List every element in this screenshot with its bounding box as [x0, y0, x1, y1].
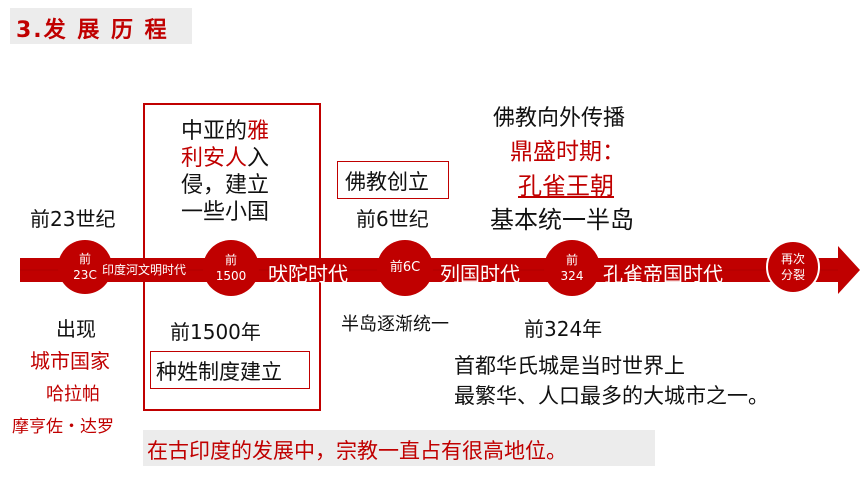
footer-note: 在古印度的发展中，宗教一直占有很高地位。	[147, 439, 567, 463]
buddhism-founded-label: 佛教创立	[345, 170, 429, 194]
capital-line1: 首都华氏城是当时世界上	[454, 354, 685, 378]
aryan-highlight-box	[143, 103, 321, 411]
node-label-top: 前	[78, 252, 91, 266]
label-mohenjo-daro: 摩亨佐・达罗	[12, 417, 114, 437]
node-label-top: 前	[224, 253, 237, 267]
aryan-text-c: 利安人	[181, 146, 248, 171]
timeline-node-split: 再次 分裂	[766, 240, 820, 294]
date-324bc: 前324年	[524, 317, 603, 341]
era-mahajanapadas: 列国时代	[440, 262, 520, 286]
aryan-line4: 一些小国	[181, 200, 270, 225]
date-6c: 前6世纪	[356, 207, 429, 231]
node-label-bottom: 23C	[73, 268, 97, 282]
label-harappa: 哈拉帕	[46, 384, 100, 405]
label-appear: 出现	[56, 317, 96, 341]
date-1500bc: 前1500年	[170, 320, 261, 344]
node-label-bottom: 324	[560, 269, 584, 283]
title-background	[10, 8, 192, 44]
aryan-text-b: 雅	[247, 119, 270, 144]
node-label-bottom: 分裂	[780, 268, 805, 282]
era-vedic: 吠陀时代	[268, 262, 348, 286]
timeline-node-6c: 前6C	[377, 240, 433, 296]
footer-background	[143, 430, 655, 466]
unify-peninsula: 基本统一半岛	[490, 206, 634, 234]
era-maurya: 孔雀帝国时代	[603, 262, 723, 286]
capital-line2: 最繁华、人口最多的大城市之一。	[454, 384, 769, 408]
node-label-top: 前6C	[389, 260, 421, 275]
date-23c: 前23世纪	[30, 207, 116, 231]
node-label-top: 再次	[780, 252, 805, 266]
timeline-node-23c: 前 23C	[58, 240, 112, 294]
node-label-bottom: 1500	[215, 269, 247, 283]
timeline-node-324: 前 324	[544, 240, 600, 296]
timeline-node-1500: 前 1500	[203, 240, 259, 296]
aryan-text-d: 入	[247, 146, 270, 171]
buddhism-spread: 佛教向外传播	[493, 106, 626, 131]
aryan-line1: 中亚的雅	[181, 118, 269, 146]
aryan-line3: 侵，建立	[181, 173, 270, 198]
caste-system-label: 种姓制度建立	[156, 360, 282, 384]
aryan-line2: 利安人入	[181, 145, 269, 173]
buddhism-founded-box	[337, 161, 449, 199]
label-city-states: 城市国家	[30, 349, 110, 373]
era-indus: 印度河文明时代	[102, 263, 187, 277]
page-title: 3.发 展 历 程	[16, 18, 169, 43]
caste-system-box	[150, 351, 310, 389]
peak-period: 鼎盛时期：	[510, 139, 625, 165]
peninsula-unify: 半岛逐渐统一	[341, 314, 449, 335]
aryan-text-a: 中亚的	[181, 119, 248, 144]
maurya-dynasty: 孔雀王朝	[518, 172, 614, 200]
node-label-top: 前	[565, 253, 578, 267]
